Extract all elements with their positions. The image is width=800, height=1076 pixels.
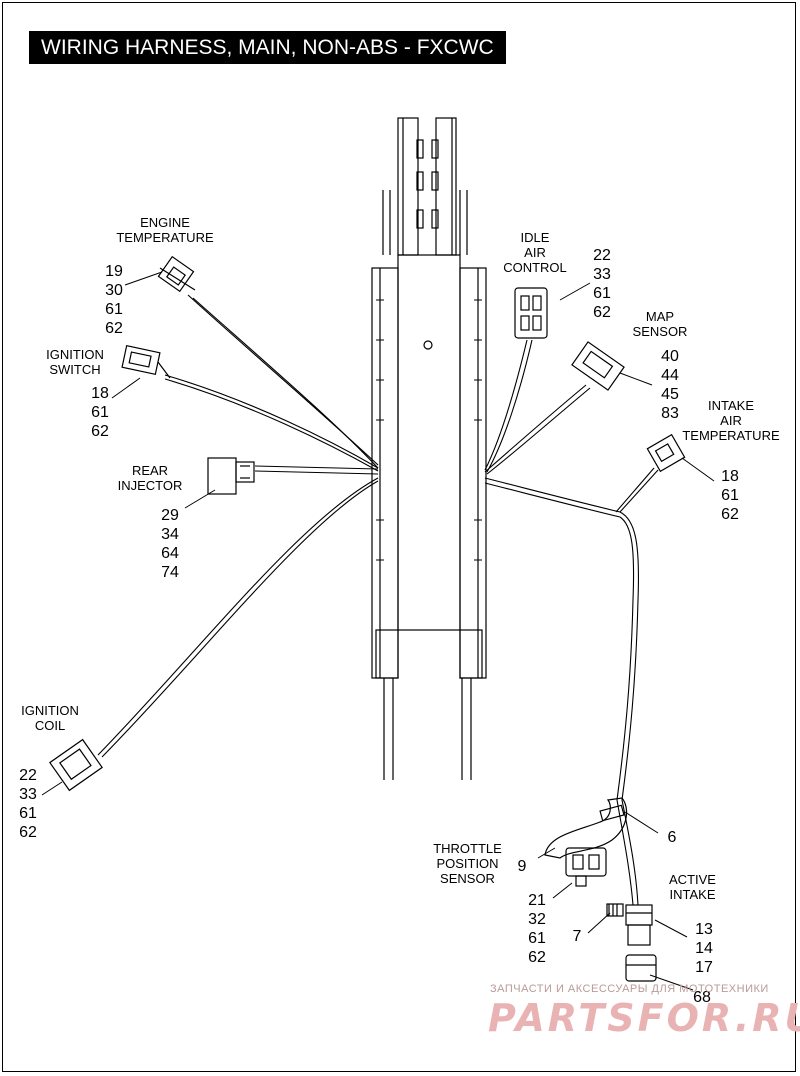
throttle-bracket-part: 9 — [517, 858, 527, 875]
leader-lines — [41, 271, 715, 991]
frame-rails — [371, 117, 487, 780]
rear-injector-connector — [207, 457, 255, 495]
ignition-coil-connector — [49, 738, 103, 792]
engine-temp-connector — [157, 255, 196, 293]
throttle-sensor-connector — [565, 847, 607, 887]
idle-air-control-connector — [514, 287, 548, 339]
map-sensor-connector — [571, 341, 625, 391]
harness-wires — [97, 294, 659, 906]
ignition-switch-connector — [121, 344, 171, 379]
screw-callout: 7 — [572, 928, 582, 945]
active-intake-connector — [625, 904, 653, 946]
screw-part — [606, 903, 624, 917]
clip-callout: 6 — [667, 829, 677, 846]
cap-part — [625, 954, 657, 982]
watermark-tagline: ЗАПЧАСТИ И АКСЕССУАРЫ ДЛЯ МОТОТЕХНИКИ — [490, 983, 769, 995]
cap-callout: 68 — [693, 989, 711, 1006]
throttle-sensor-bracket — [544, 797, 628, 859]
intake-air-temp-connector — [646, 433, 686, 473]
watermark-logo: PARTSFOR.RU — [488, 996, 800, 1040]
page-title: WIRING HARNESS, MAIN, NON-ABS - FXCWC — [29, 31, 506, 64]
